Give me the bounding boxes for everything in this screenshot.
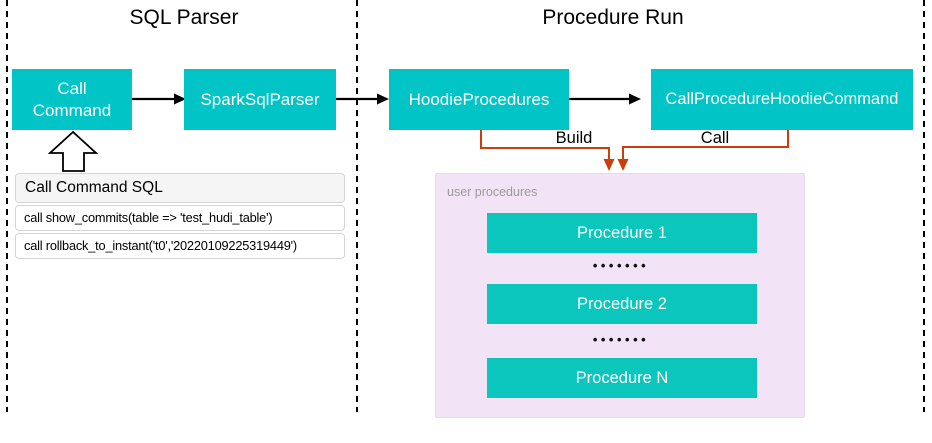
node-callprocedurehoodiecommand: CallProcedureHoodieCommand (651, 69, 913, 130)
section-title-procedure-run: Procedure Run (542, 6, 684, 29)
up-block-arrow-icon (47, 130, 99, 172)
section-divider-left (6, 0, 8, 412)
ellipsis-dots: ••••••• (592, 332, 650, 347)
arrow-hoodieprocedures-to-callprocedurehoodiecommand (569, 93, 641, 105)
node-procedure-n: Procedure N (487, 358, 757, 398)
node-procedure-2: Procedure 2 (487, 284, 757, 324)
node-procedure-1: Procedure 1 (487, 213, 757, 253)
section-title-sql-parser: SQL Parser (129, 6, 239, 29)
sql-row-show-commits: call show_commits(table => 'test_hudi_ta… (15, 205, 345, 231)
node-call-command: Call Command (12, 69, 132, 130)
section-divider-right (923, 0, 925, 412)
section-divider-middle (356, 0, 358, 412)
arrow-callcommand-to-sparksqlparser (132, 93, 186, 105)
node-sparksqlparser: SparkSqlParser (184, 69, 336, 130)
edge-label-build: Build (555, 129, 593, 147)
user-procedures-panel: user procedures Procedure 1 ••••••• Proc… (435, 173, 805, 418)
edge-label-call: Call (700, 129, 730, 147)
arrow-sparksqlparser-to-hoodieprocedures (336, 93, 389, 105)
sql-panel-title: Call Command SQL (15, 173, 345, 203)
sql-row-rollback-to-instant: call rollback_to_instant('t0','202201092… (15, 233, 345, 259)
node-hoodieprocedures: HoodieProcedures (389, 69, 569, 130)
user-procedures-label: user procedures (447, 185, 538, 199)
ellipsis-dots: ••••••• (592, 258, 650, 273)
build-connector-arrow (480, 129, 615, 171)
